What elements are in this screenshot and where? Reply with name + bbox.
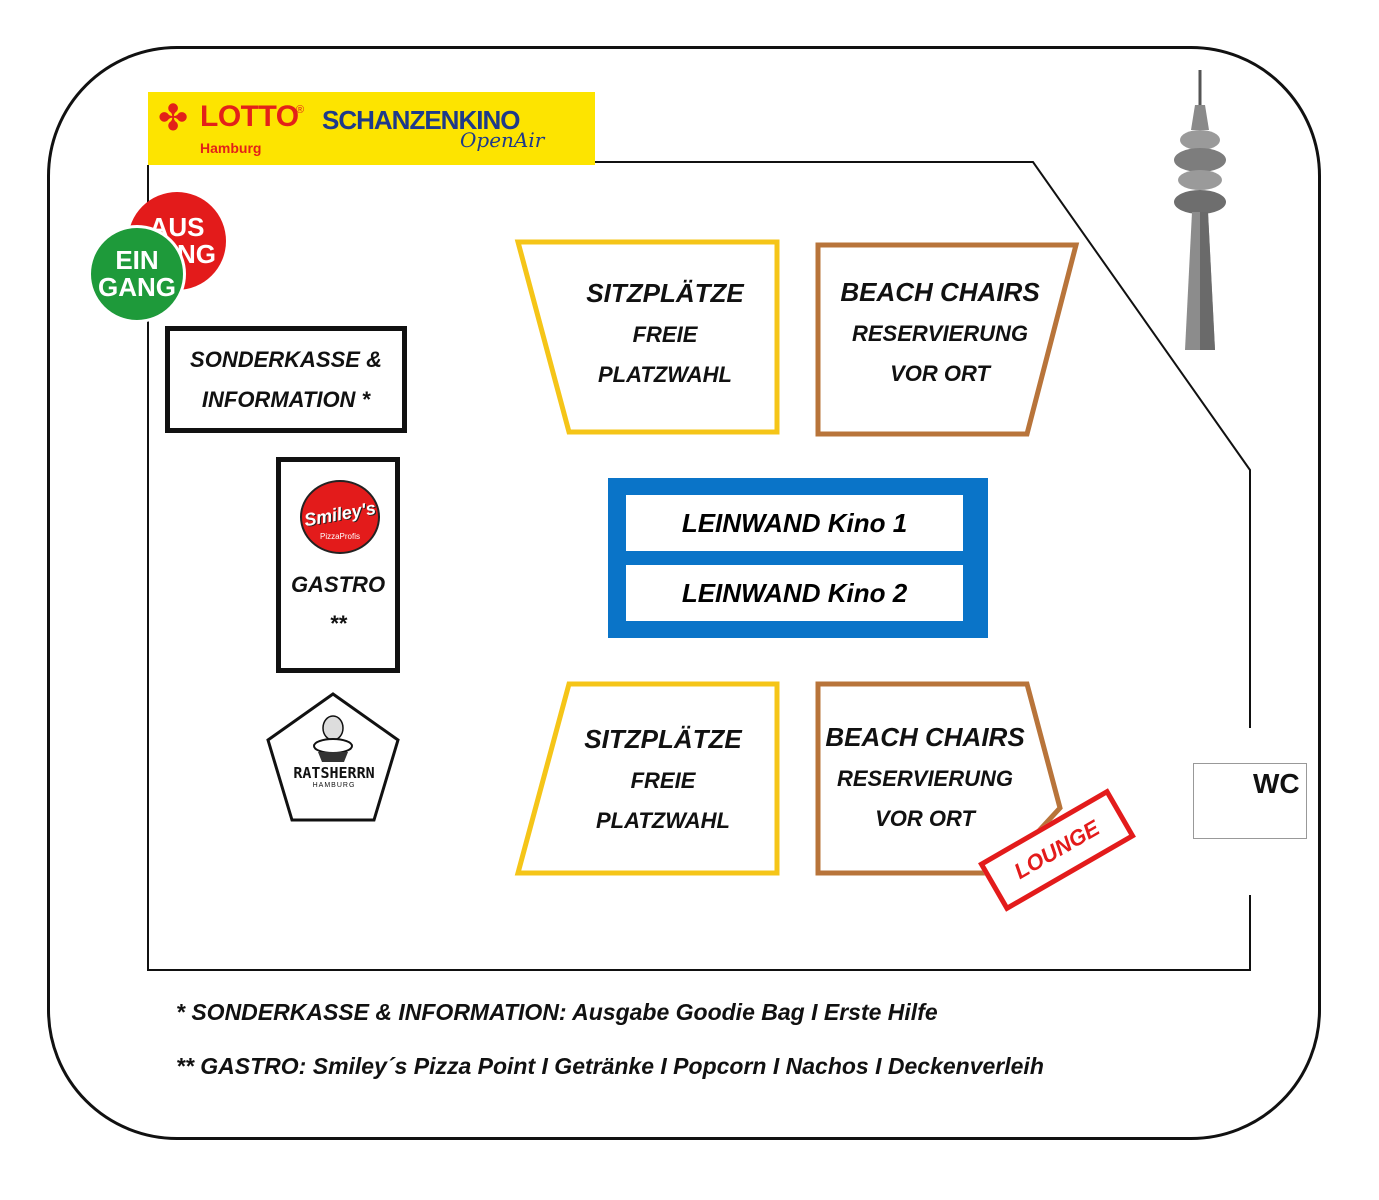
gastro-marker: **	[329, 611, 347, 636]
tv-tower-icon	[1174, 70, 1226, 350]
seating-area-bottom-left	[514, 681, 780, 876]
beach-chairs-top-right-line1: RESERVIERUNG	[851, 321, 1029, 346]
beach-chairs-bottom-right-line1: RESERVIERUNG	[836, 766, 1014, 791]
smileys-logo: Smiley's PizzaProfis	[300, 480, 380, 554]
smileys-logo-text: Smiley's	[302, 497, 378, 531]
smileys-logo-subtext: PizzaProfis	[319, 532, 360, 541]
venue-boundary	[595, 161, 1251, 728]
seating-top-left-line2: PLATZWAHL	[597, 362, 732, 387]
seating-bottom-left-title: SITZPLÄTZE	[584, 724, 742, 754]
venue-boundary-bottom	[147, 165, 1251, 971]
entrance-line2: GANG	[98, 272, 176, 302]
seating-top-left-title: SITZPLÄTZE	[586, 278, 744, 308]
seating-top-left-line1: FREIE	[632, 322, 698, 347]
beach-chairs-area-top-right	[815, 242, 1080, 437]
beach-chairs-top-right-label: BEACH CHAIRS RESERVIERUNG VOR ORT	[825, 267, 1055, 397]
sonderkasse-line2: INFORMATION *	[201, 386, 371, 412]
screen-kino-1: LEINWAND Kino 1	[626, 495, 963, 551]
legend-gastro: ** GASTRO: Smiley´s Pizza Point I Geträn…	[176, 1053, 1044, 1079]
seating-bottom-left-line2: PLATZWAHL	[595, 808, 730, 833]
openair-logo-text: OpenAir	[460, 128, 545, 152]
schanzenkino-logo-text: SCHANZENKINO	[322, 105, 520, 135]
lotto-city: Hamburg	[200, 140, 262, 156]
ratsherrn-city: HAMBURG	[312, 782, 356, 789]
beach-chairs-bottom-right-title: BEACH CHAIRS	[825, 722, 1025, 752]
entrance-line1: EIN	[115, 245, 159, 275]
wc-sign	[1193, 763, 1307, 839]
beach-chairs-bottom-right-line2: VOR ORT	[875, 806, 975, 831]
screen-kino-2: LEINWAND Kino 2	[626, 565, 963, 621]
gastro-box	[276, 457, 400, 673]
logo-banner	[148, 92, 595, 165]
seating-top-left-label: SITZPLÄTZE FREIE PLATZWAHL	[560, 268, 770, 398]
lotto-registered-mark: ®	[296, 104, 305, 116]
sonderkasse-box: SONDERKASSE & INFORMATION *	[165, 326, 407, 433]
seating-area-top-left	[514, 239, 780, 435]
map-frame	[47, 46, 1321, 1140]
clover-icon: ✤	[158, 97, 189, 138]
beach-chairs-bottom-right-label: BEACH CHAIRS RESERVIERUNG VOR ORT	[810, 712, 1040, 842]
legend-sonderkasse: * SONDERKASSE & INFORMATION: Ausgabe Goo…	[176, 999, 938, 1025]
sonderkasse-line1: SONDERKASSE &	[190, 346, 382, 372]
beach-chairs-top-right-line2: VOR ORT	[890, 361, 990, 386]
ratsherrn-portrait-icon	[313, 715, 353, 762]
beach-chairs-top-right-title: BEACH CHAIRS	[840, 277, 1040, 307]
seating-bottom-left-label: SITZPLÄTZE FREIE PLATZWAHL	[558, 714, 768, 844]
ratsherrn-logo-text: RATSHERRN	[293, 764, 375, 782]
gastro-label: GASTRO	[290, 572, 386, 597]
lotto-logo-text: LOTTO	[200, 100, 299, 133]
wc-label: WC	[1253, 768, 1300, 799]
entrance-sign: EIN GANG	[88, 225, 186, 323]
seating-bottom-left-line1: FREIE	[630, 768, 696, 793]
